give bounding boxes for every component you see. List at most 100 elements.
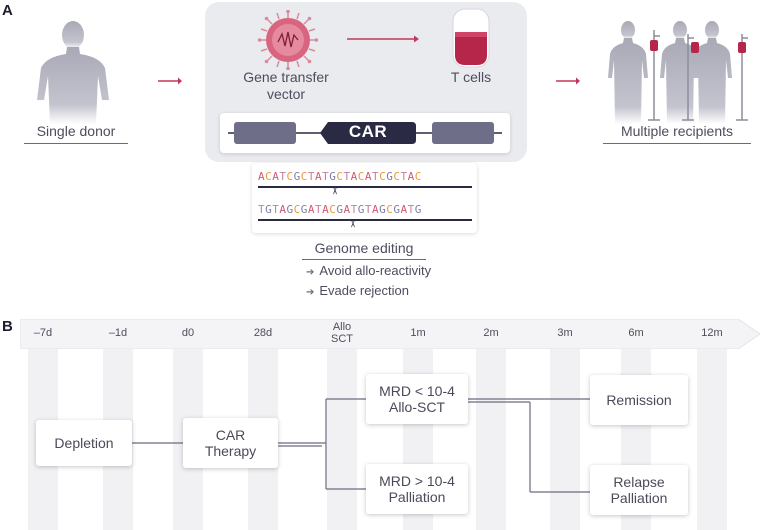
dna-base: A — [372, 203, 380, 216]
dna-base: T — [322, 170, 330, 183]
timeline-tick: d0 — [181, 327, 195, 339]
arrow-vector-to-tcells — [347, 35, 419, 43]
dna-base: G — [329, 170, 337, 183]
vector-label-line1: Gene transfer — [243, 69, 329, 85]
dna-card — [252, 163, 477, 233]
recipient-figure — [608, 21, 648, 124]
dna-base: C — [414, 170, 422, 183]
dna-base: A — [350, 170, 358, 183]
dna-base: C — [286, 170, 294, 183]
dna-base: C — [265, 170, 273, 183]
dna-base: T — [407, 203, 415, 216]
dna-base: G — [336, 203, 344, 216]
timeline-tick: –7d — [33, 327, 53, 339]
mrd-low-line1: MRD < 10-4 — [379, 382, 455, 399]
dna-base: C — [336, 170, 344, 183]
dna-base: T — [272, 203, 280, 216]
timeline-tick: 1m — [410, 327, 426, 339]
timeline-column — [476, 348, 506, 530]
depletion-box: Depletion — [36, 420, 132, 466]
bullet-arrow-icon: ➔ — [306, 267, 315, 278]
arrow-donor-to-vector — [158, 77, 182, 85]
timeline-tick-allo-sct: Allo SCT — [331, 321, 353, 345]
dna-bottom-line — [258, 219, 472, 221]
dna-base: C — [300, 170, 308, 183]
dna-base: T — [315, 203, 323, 216]
timeline-tick: 12m — [701, 327, 723, 339]
dna-top-strand: ACATCGCTATGCTACATCGCTAC — [258, 170, 422, 183]
timeline-arrow-band — [20, 319, 760, 349]
timeline-column — [327, 348, 357, 530]
dna-base: A — [272, 170, 280, 183]
genome-editing-title: Genome editing — [302, 240, 426, 260]
mrd-high-line2: Palliation — [388, 489, 446, 505]
dna-base: C — [379, 170, 387, 183]
dna-base: C — [329, 203, 337, 216]
dna-base: G — [393, 203, 401, 216]
dna-bottom-strand: TGTAGCGATACGATGTAGCGATG — [258, 203, 422, 216]
dna-base: C — [386, 203, 394, 216]
dna-base: C — [357, 170, 365, 183]
relapse-palliation-box: Relapse Palliation — [590, 465, 688, 515]
editing-point-evade-rejection: ➔ Evade rejection — [306, 283, 409, 298]
vector-label-line2: vector — [266, 86, 306, 102]
editing-point-text: Evade rejection — [319, 283, 410, 298]
donor-silhouette-icon — [37, 21, 109, 124]
relapse-line1: Relapse — [613, 473, 665, 490]
mrd-high-line1: MRD > 10-4 — [379, 472, 455, 489]
timeline-column — [550, 348, 580, 530]
dna-base: T — [400, 170, 408, 183]
timeline-tick: 3m — [557, 327, 573, 339]
dna-base: G — [386, 170, 394, 183]
bullet-arrow-icon: ➔ — [306, 287, 315, 298]
editing-point-text: Avoid allo-reactivity — [319, 263, 432, 278]
car-construct-diagram — [228, 122, 502, 144]
panel-b-label: B — [2, 318, 13, 335]
mrd-low-allo-sct-box: MRD < 10-4 Allo-SCT — [366, 374, 468, 424]
dna-base: C — [393, 170, 401, 183]
dna-base: G — [293, 170, 301, 183]
dna-base: A — [343, 203, 351, 216]
multiple-recipients-label: Multiple recipients — [603, 123, 751, 144]
arrow-tcells-to-recipients — [556, 77, 580, 85]
tcells-label: T cells — [450, 69, 492, 85]
timeline-tick: 6m — [628, 327, 644, 339]
dna-base: T — [307, 170, 315, 183]
dna-base: C — [293, 203, 301, 216]
mrd-high-palliation-box: MRD > 10-4 Palliation — [366, 464, 468, 514]
dna-base: T — [372, 170, 380, 183]
dna-base: A — [400, 203, 408, 216]
car-construct-label: CAR — [348, 122, 388, 141]
dna-base: T — [279, 170, 287, 183]
dna-base: A — [307, 203, 315, 216]
mrd-low-line2: Allo-SCT — [388, 399, 445, 415]
dna-base: G — [286, 203, 294, 216]
panel-a-label: A — [2, 2, 13, 19]
tcell-tube-icon — [452, 8, 490, 68]
single-donor-label: Single donor — [24, 123, 128, 144]
recipients-with-iv-icon — [608, 21, 748, 124]
dna-base: G — [300, 203, 308, 216]
timeline-tick: 2m — [483, 327, 499, 339]
timeline-tick: 28d — [253, 327, 273, 339]
dna-base: A — [315, 170, 323, 183]
dna-base: A — [322, 203, 330, 216]
gene-transfer-vector-label: Gene transfer vector — [226, 69, 346, 103]
dna-base: A — [258, 170, 266, 183]
dna-base: T — [258, 203, 266, 216]
dna-base: T — [343, 170, 351, 183]
dna-top-line — [258, 186, 472, 188]
dna-base: G — [265, 203, 273, 216]
virus-vector-icon — [258, 10, 318, 70]
dna-base: A — [407, 170, 415, 183]
car-therapy-line2: Therapy — [204, 443, 257, 459]
timeline-column — [697, 348, 727, 530]
recipient-figure — [660, 21, 700, 124]
editing-point-allo-reactivity: ➔ Avoid allo-reactivity — [306, 263, 431, 278]
car-therapy-box: CAR Therapy — [183, 418, 278, 468]
dna-base: G — [379, 203, 387, 216]
dna-base: A — [364, 170, 372, 183]
dna-base: T — [364, 203, 372, 216]
dna-base: G — [357, 203, 365, 216]
